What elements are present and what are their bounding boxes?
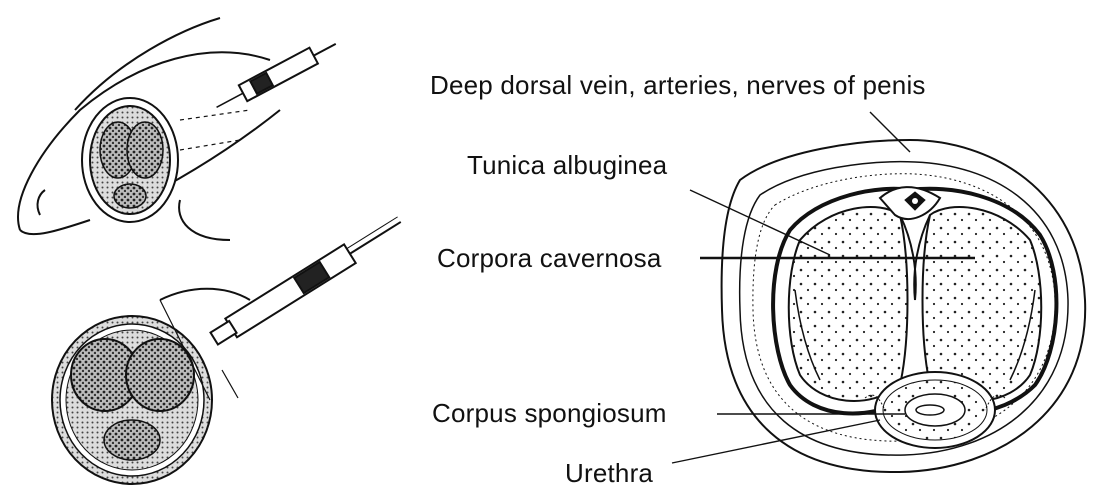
main-cross-section (722, 140, 1086, 472)
label-corpus-spongiosum: Corpus spongiosum (432, 398, 667, 429)
leader-tunica (690, 190, 830, 255)
leader-dorsal (870, 112, 910, 152)
leader-urethra (672, 420, 880, 463)
label-corpora-cavernosa: Corpora cavernosa (437, 243, 662, 274)
label-tunica-albuginea: Tunica albuginea (467, 150, 667, 181)
label-dorsal-vein: Deep dorsal vein, arteries, nerves of pe… (430, 70, 926, 101)
side-view-illustration (18, 18, 340, 240)
cross-section-injection-illustration (52, 213, 407, 484)
label-urethra: Urethra (565, 458, 653, 489)
